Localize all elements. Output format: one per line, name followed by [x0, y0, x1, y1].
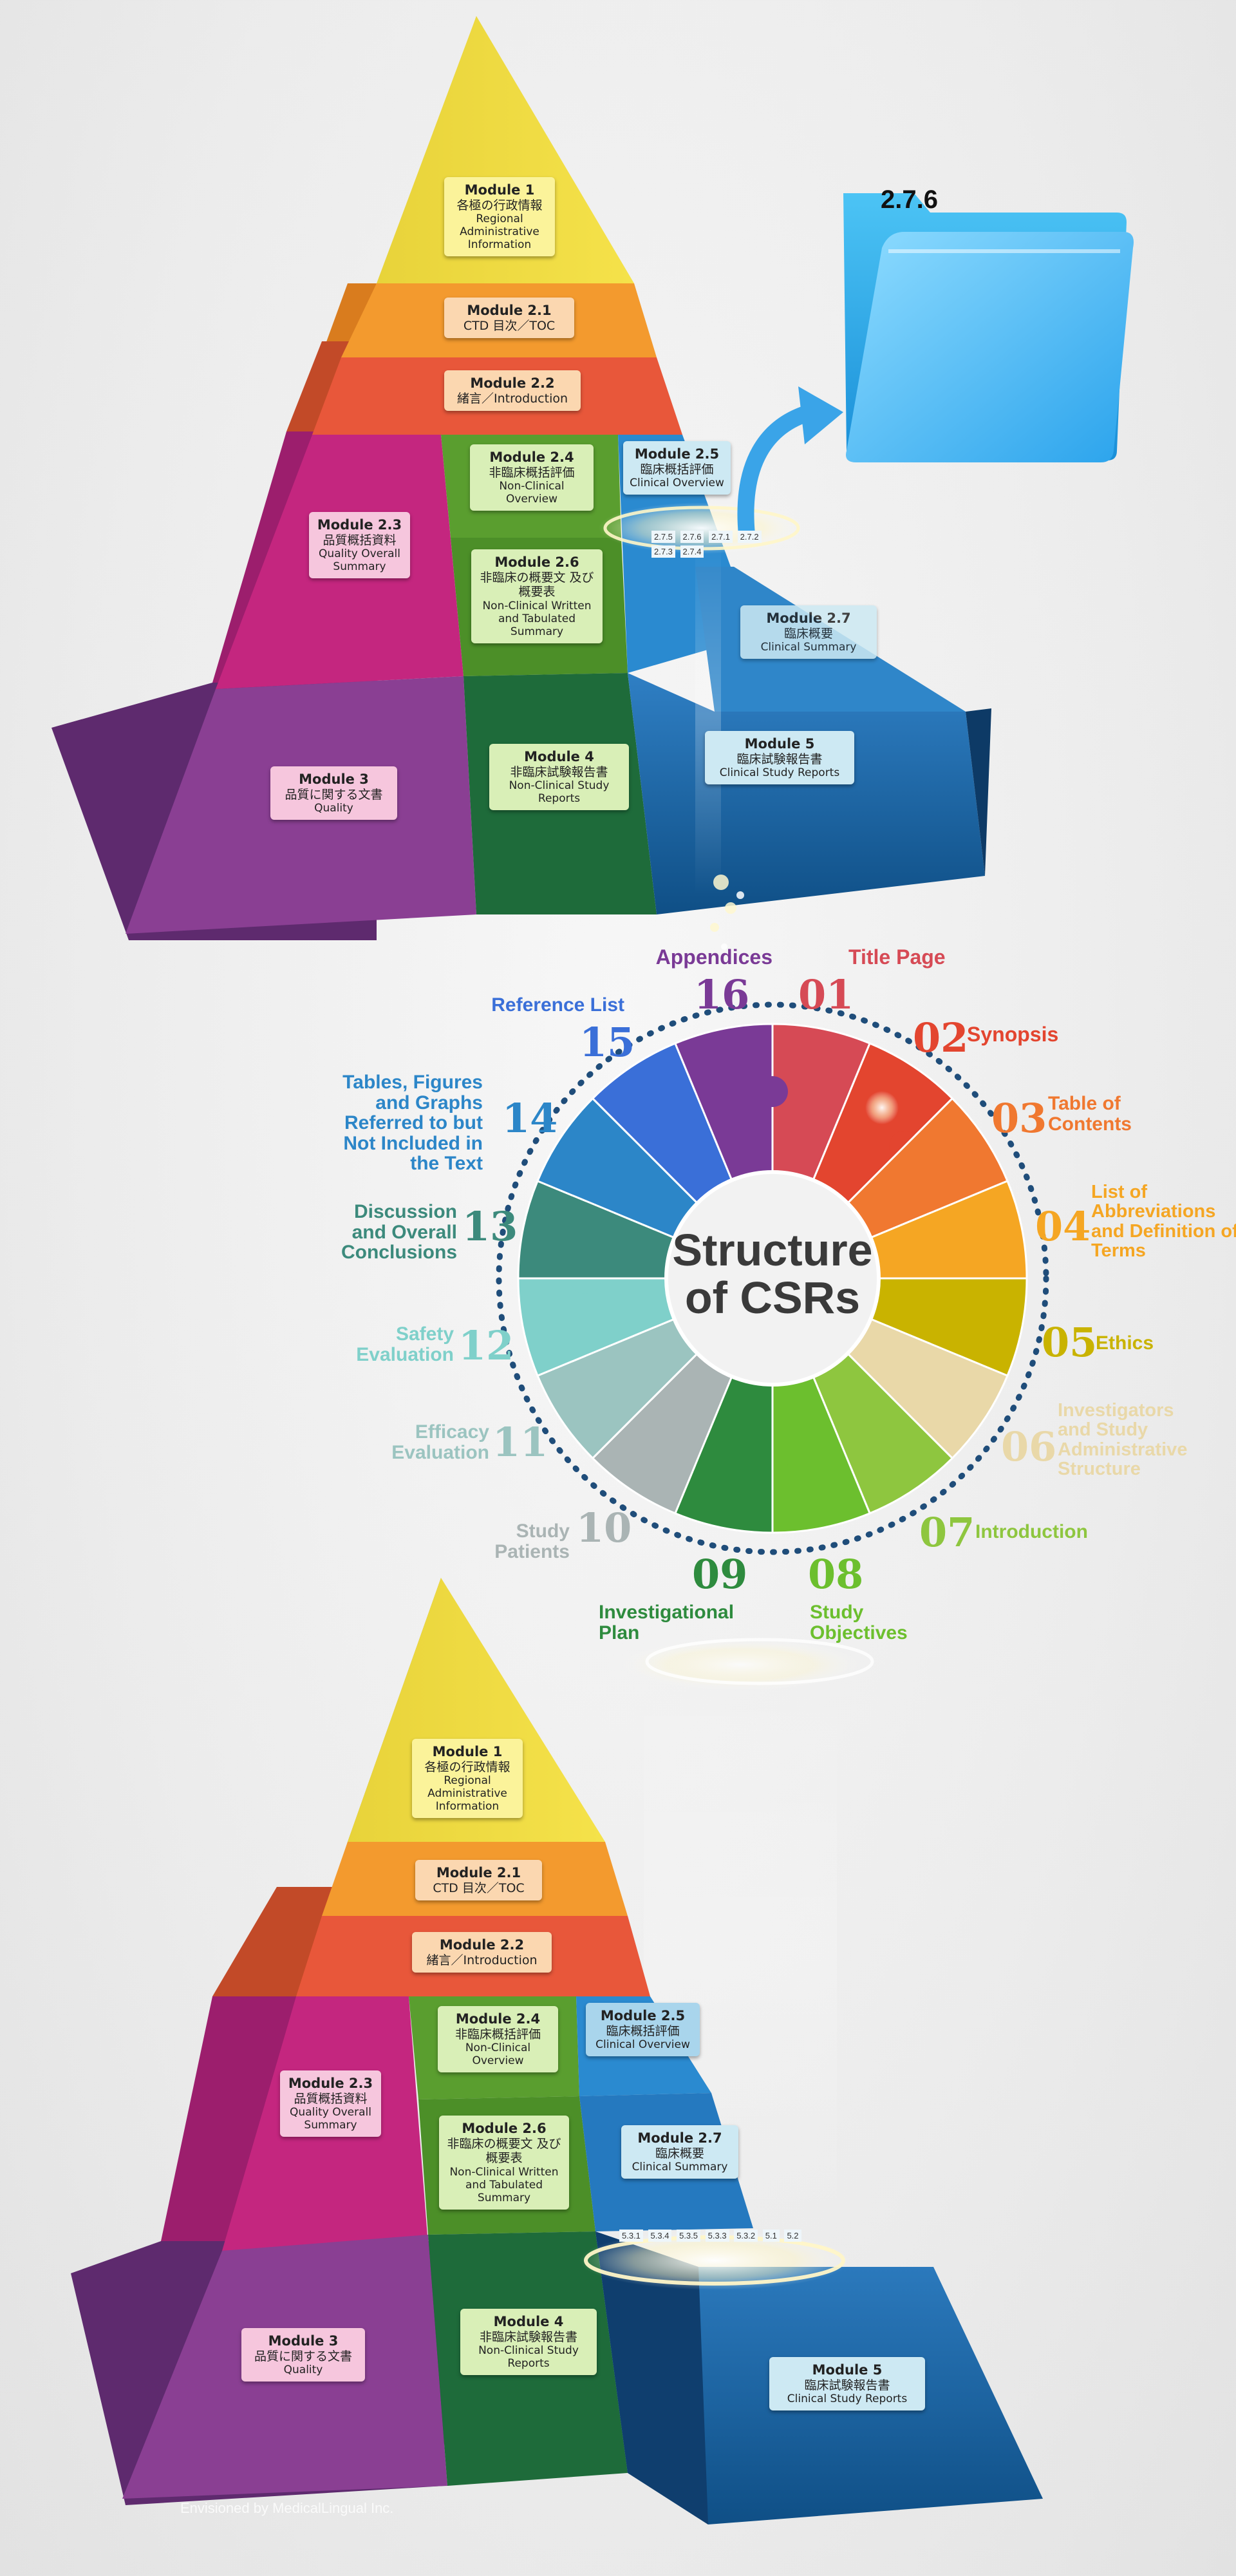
wheel-number-11: 11 [492, 1419, 548, 1466]
bottom-module-2-2-label: Module 2.2 緒言／Introduction [412, 1932, 552, 1973]
wheel-number-10: 10 [576, 1504, 632, 1551]
glow-disc-bottom [579, 2231, 850, 2290]
wheel-number-07: 07 [919, 1509, 975, 1556]
module-4-label: Module 4 非臨床試験報告書 Non-Clinical Study Rep… [489, 744, 629, 811]
wheel-label-11: Efficacy Evaluation [391, 1421, 489, 1463]
wheel-label-02: Synopsis [967, 1023, 1059, 1046]
module-2-5-label: Module 2.5 臨床概括評価 Clinical Overview [623, 441, 731, 495]
wheel-label-04: List of Abbreviations and Definition of … [1091, 1182, 1236, 1262]
module-2-4-label: Module 2.4 非臨床概括評価 Non-Clinical Overview [470, 444, 594, 511]
bottom-module-5-label: Module 5 臨床試験報告書 Clinical Study Reports [769, 2357, 925, 2411]
module-2-2-label: Module 2.2 緒言／Introduction [444, 370, 581, 412]
wheel-number-02: 02 [913, 1014, 969, 1061]
module-2-3-label: Module 2.3 品質概括資料 Quality Overall Summar… [309, 512, 410, 579]
wheel-number-13: 13 [462, 1203, 518, 1250]
bottom-module-1-label: Module 1 各極の行政情報 Regional Administrative… [412, 1739, 523, 1819]
bottom-module-4-label: Module 4 非臨床試験報告書 Non-Clinical Study Rep… [460, 2309, 597, 2376]
csr-wheel [496, 1001, 1049, 1555]
sparkle-stream [710, 875, 744, 950]
wheel-title-line1: Structure [672, 1225, 873, 1275]
wheel-number-15: 15 [579, 1019, 635, 1066]
wheel-number-05: 05 [1042, 1319, 1098, 1366]
puzzle-knob-16 [757, 1076, 788, 1107]
wheel-label-07: Introduction [975, 1521, 1088, 1542]
wheel-title-line2: of CSRs [684, 1272, 861, 1323]
arrow-to-folder [737, 404, 819, 543]
bottom-module-2-3-label: Module 2.3 品質概括資料 Quality Overall Summar… [280, 2070, 381, 2137]
module-1-label: Module 1 各極の行政情報 Regional Administrative… [444, 177, 555, 257]
wheel-number-16: 16 [694, 971, 750, 1018]
bottom-module-2-1-label: Module 2.1 CTD 目次／TOC [415, 1860, 542, 1901]
module-2-6-label: Module 2.6 非臨床の概要文 及び概要表 Non-Clinical Wr… [471, 549, 603, 643]
module-3-label: Module 3 品質に関する文書 Quality [270, 766, 397, 820]
module-2-7-label: Module 2.7 臨床概要 Clinical Summary [740, 605, 877, 659]
wheel-label-03: Table of Contents [1048, 1093, 1132, 1135]
module-2-1-label: Module 2.1 CTD 目次／TOC [444, 298, 574, 339]
wheel-label-06: Investigators and Study Administrative S… [1058, 1400, 1188, 1480]
wheel-number-03: 03 [991, 1095, 1047, 1142]
module-1-face [377, 16, 634, 283]
wheel-label-09: Investigational Plan [599, 1602, 735, 1643]
disc-sections-bottom: 5.3.1 5.3.4 5.3.5 5.3.3 5.3.2 5.1 5.2 [618, 2228, 824, 2243]
folder-icon [843, 193, 1134, 462]
wheel-label-13: Discussion and Overall Conclusions [341, 1201, 457, 1263]
bottom-module-3-label: Module 3 品質に関する文書 Quality [241, 2328, 365, 2382]
wheel-number-08: 08 [808, 1551, 864, 1598]
disc-sections-top: 2.7.5 2.7.6 2.7.1 2.7.2 2.7.3 2.7.4 [650, 529, 779, 559]
wheel-label-01: Title Page [848, 945, 946, 969]
wheel-label-16: Appendices [655, 945, 772, 969]
bottom-module-2-6-label: Module 2.6 非臨床の概要文 及び概要表 Non-Clinical Wr… [439, 2116, 569, 2210]
folder-label: 2.7.6 [881, 185, 938, 214]
bottom-module-2-5-label: Module 2.5 臨床概括評価 Clinical Overview [586, 2003, 700, 2057]
wheel-label-05: Ethics [1096, 1332, 1154, 1354]
wheel-label-08: Study Objectives [810, 1602, 908, 1643]
wheel-label-14: Tables, Figures and Graphs Referred to b… [342, 1072, 483, 1174]
bottom-module-2-7-label: Module 2.7 臨床概要 Clinical Summary [621, 2125, 738, 2179]
wheel-label-10: Study Patients [494, 1520, 570, 1562]
wheel-label-15: Reference List [491, 994, 624, 1016]
wheel-number-09: 09 [692, 1551, 748, 1598]
module-5-label: Module 5 臨床試験報告書 Clinical Study Reports [705, 731, 854, 785]
wheel-label-12: Safety Evaluation [356, 1323, 454, 1365]
wheel-number-01: 01 [798, 971, 854, 1018]
wheel-title: Structure of CSRs [666, 1225, 879, 1323]
wheel-number-06: 06 [1001, 1423, 1057, 1470]
wheel-number-04: 04 [1035, 1203, 1091, 1250]
bottom-module-2-4-label: Module 2.4 非臨床概括評価 Non-Clinical Overview [438, 2006, 558, 2073]
wheel-number-14: 14 [502, 1095, 558, 1142]
credit-text: Envisioned by MedicalLingual Inc. [180, 2500, 394, 2516]
wheel-number-12: 12 [458, 1322, 514, 1369]
